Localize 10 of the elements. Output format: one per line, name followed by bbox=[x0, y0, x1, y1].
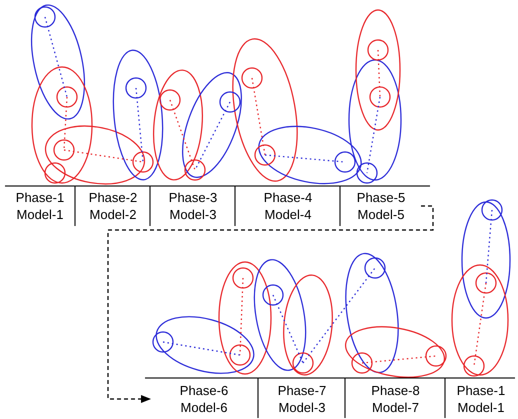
phase-label: Phase-1 Model-1 bbox=[456, 382, 506, 416]
phase-label: Phase-2 Model-2 bbox=[88, 189, 138, 223]
phase-label: Phase-7 Model-3 bbox=[276, 382, 328, 416]
arrow bbox=[107, 205, 434, 403]
phase-label: Phase-8 Model-7 bbox=[370, 382, 421, 416]
phase-label: Phase-5 Model-5 bbox=[356, 189, 406, 223]
phase-label: Phase-4 Model-4 bbox=[262, 189, 314, 223]
phase-label: Phase-3 Model-3 bbox=[168, 189, 218, 223]
phase-label: Phase-1 Model-1 bbox=[14, 189, 66, 223]
phase-label: Phase-6 Model-6 bbox=[178, 382, 230, 416]
